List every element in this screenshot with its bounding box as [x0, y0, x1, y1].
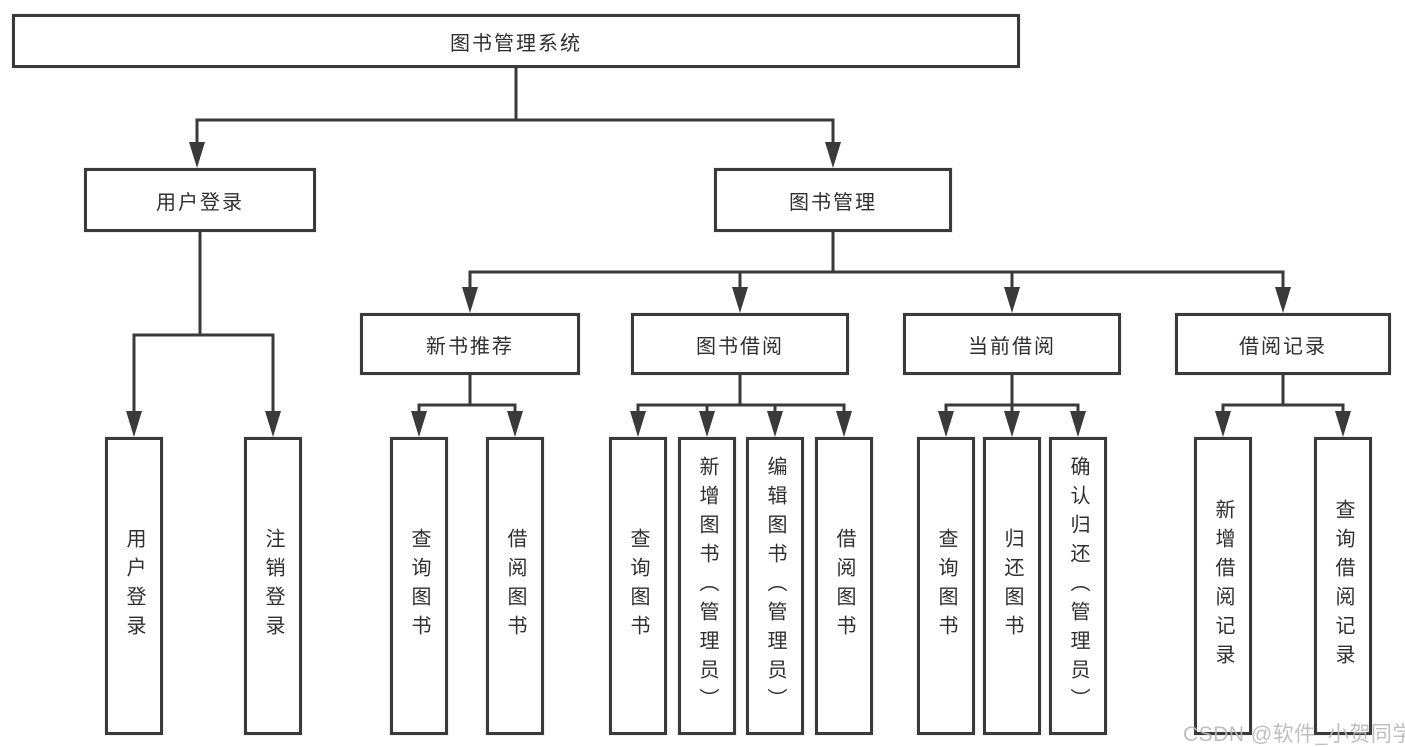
leaf-edit-book-admin-label: 编辑图书（管理员）	[764, 455, 786, 717]
leaf-logout: 注销登录	[244, 437, 302, 735]
connector-paths	[132, 68, 1345, 413]
node-user-login: 用户登录	[84, 168, 316, 232]
leaf-edit-book-admin: 编辑图书（管理员）	[746, 437, 804, 735]
node-root-label: 图书管理系统	[450, 32, 582, 55]
node-user-login-label: 用户登录	[156, 191, 244, 214]
leaf-query-borrow-record: 查询借阅记录	[1314, 437, 1372, 735]
leaf-borrow-book-2: 借阅图书	[815, 437, 873, 735]
node-root: 图书管理系统	[12, 14, 1020, 68]
node-book-borrow: 图书借阅	[631, 313, 849, 375]
leaf-user-login-label: 用户登录	[123, 528, 145, 644]
node-new-book-recommend: 新书推荐	[360, 313, 580, 375]
leaf-query-book-2: 查询图书	[609, 437, 667, 735]
leaf-confirm-return-admin-label: 确认归还（管理员）	[1067, 455, 1089, 717]
leaf-logout-label: 注销登录	[262, 528, 284, 644]
node-new-book-recommend-label: 新书推荐	[426, 335, 514, 358]
node-current-borrow: 当前借阅	[903, 313, 1121, 375]
leaf-user-login: 用户登录	[105, 437, 163, 735]
node-current-borrow-label: 当前借阅	[968, 335, 1056, 358]
node-borrow-record: 借阅记录	[1175, 313, 1391, 375]
node-book-borrow-label: 图书借阅	[696, 335, 784, 358]
leaf-add-borrow-record-label: 新增借阅记录	[1212, 499, 1234, 673]
leaf-query-book-1-label: 查询图书	[408, 528, 430, 644]
node-book-management-label: 图书管理	[789, 191, 877, 214]
leaf-query-book-3: 查询图书	[917, 437, 975, 735]
leaf-return-book-label: 归还图书	[1001, 528, 1023, 644]
leaf-return-book: 归还图书	[983, 437, 1041, 735]
leaf-add-book-admin: 新增图书（管理员）	[678, 437, 736, 735]
node-borrow-record-label: 借阅记录	[1239, 335, 1327, 358]
node-book-management: 图书管理	[714, 168, 952, 232]
leaf-borrow-book-2-label: 借阅图书	[833, 528, 855, 644]
csdn-watermark: CSDN @软件_小贺同学	[1183, 723, 1405, 746]
leaf-query-book-1: 查询图书	[390, 437, 448, 735]
leaf-add-book-admin-label: 新增图书（管理员）	[696, 455, 718, 717]
leaf-borrow-book-1-label: 借阅图书	[504, 528, 526, 644]
leaf-add-borrow-record: 新增借阅记录	[1194, 437, 1252, 735]
leaf-query-book-3-label: 查询图书	[935, 528, 957, 644]
arrowheads	[126, 142, 1351, 437]
leaf-query-borrow-record-label: 查询借阅记录	[1332, 499, 1354, 673]
leaf-query-book-2-label: 查询图书	[627, 528, 649, 644]
leaf-borrow-book-1: 借阅图书	[486, 437, 544, 735]
leaf-confirm-return-admin: 确认归还（管理员）	[1049, 437, 1107, 735]
